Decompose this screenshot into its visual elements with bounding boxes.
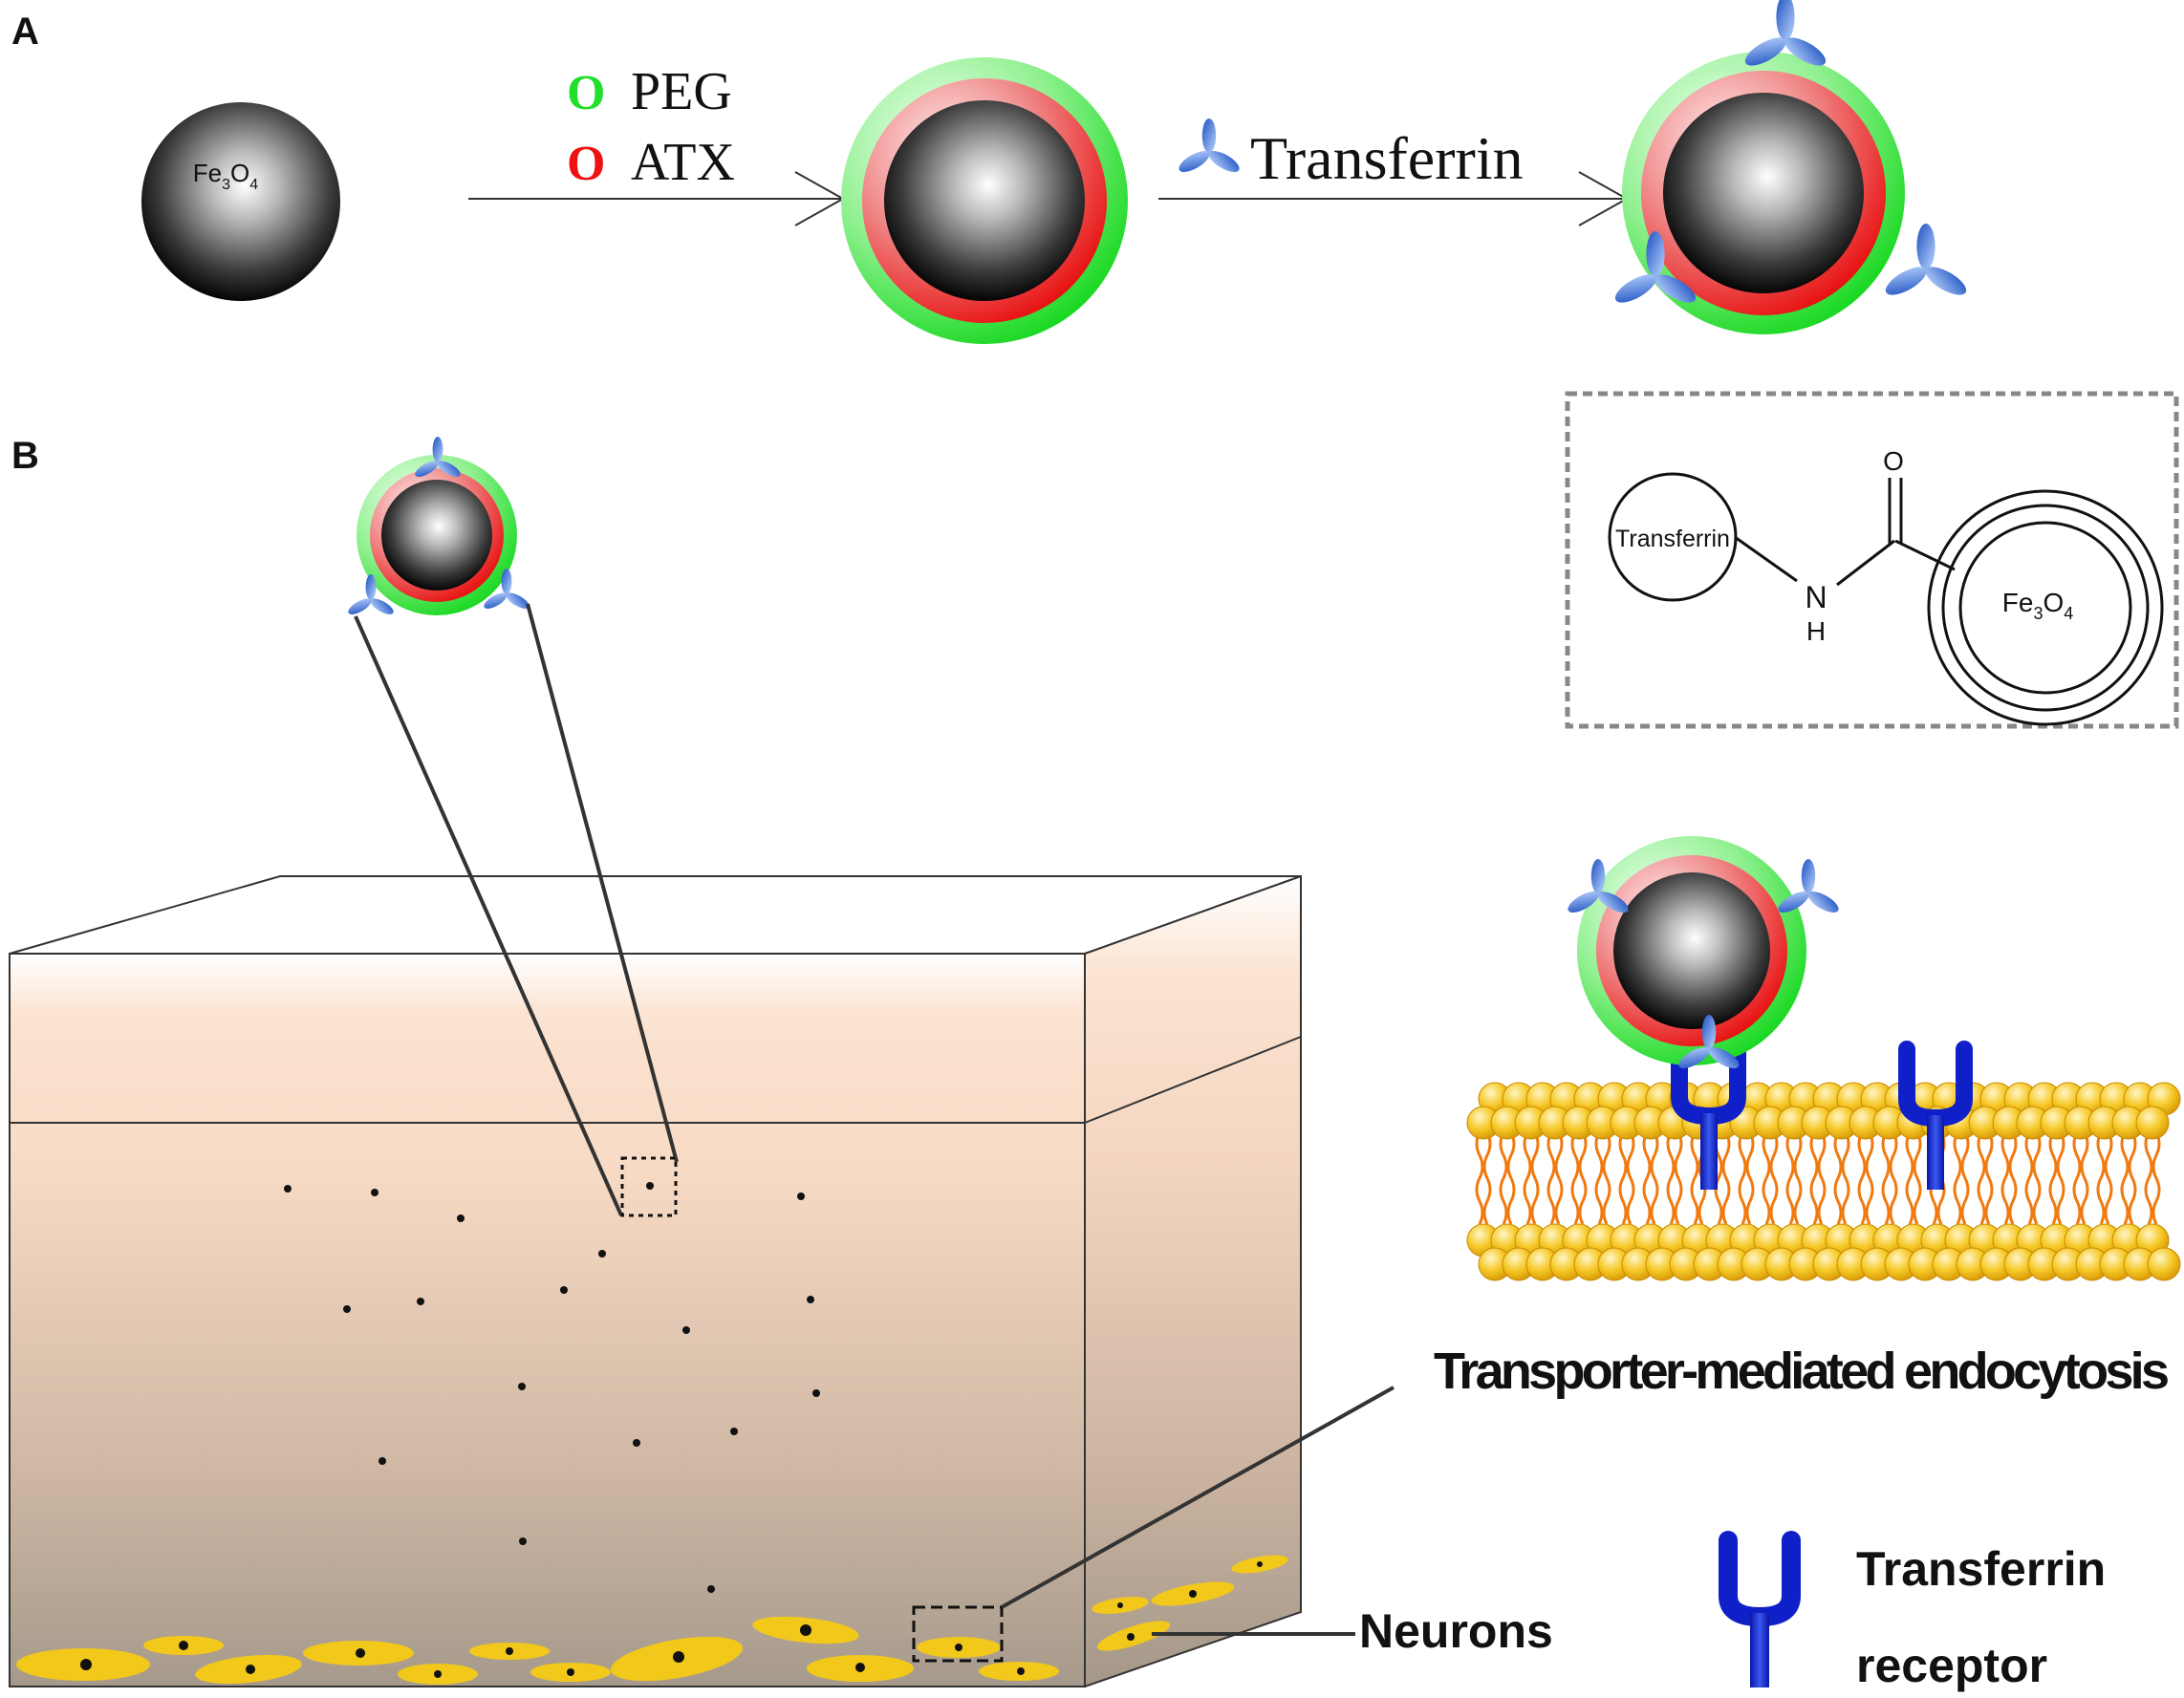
neuron [143, 1636, 224, 1655]
peg-atx-coated-particle [841, 57, 1128, 344]
dispersed-particles [284, 1182, 820, 1593]
transferrin-conjugated-particle [1611, 0, 1971, 334]
neuron [530, 1663, 611, 1682]
neuron [398, 1664, 478, 1685]
neuron [610, 1636, 744, 1682]
svg-text:O: O [567, 66, 605, 120]
neuron [1092, 1597, 1149, 1614]
neuron [1151, 1581, 1235, 1606]
transferrin-icon [1176, 118, 1243, 177]
panel-b-label: B [11, 435, 39, 477]
transferrin-receptor [1671, 1041, 1746, 1190]
receptor-legend-line2: receptor [1856, 1639, 2047, 1692]
endocytosis-label: Transporter-mediated endocytosis [1434, 1343, 2170, 1400]
receptor-legend-icon [1719, 1531, 1801, 1687]
neuron [469, 1643, 550, 1660]
neuron [303, 1641, 414, 1666]
peg-legend: O PEG [567, 62, 732, 121]
structure-h-label: H [1806, 616, 1826, 646]
zoom-box-neuron [912, 1605, 1004, 1663]
neuron [917, 1637, 1001, 1658]
fe3o4-bare-particle: Fe3O4 [141, 102, 340, 301]
neuron [979, 1662, 1059, 1681]
neuron [16, 1648, 150, 1681]
structure-n-label: N [1805, 580, 1827, 614]
transferrin-legend: Transferrin [1176, 118, 1524, 192]
neuron [807, 1655, 914, 1682]
neuron [752, 1616, 859, 1644]
peg-label: PEG [631, 62, 732, 121]
neurons [16, 1555, 1288, 1685]
zoom-lines [354, 603, 679, 1216]
neuron [1096, 1621, 1171, 1651]
structure-o-label: O [1883, 446, 1904, 476]
receptor-legend-line1: Transferrin [1856, 1542, 2106, 1596]
endocytosis-pointer [1001, 1386, 1395, 1609]
cell-membrane [1466, 1082, 2181, 1281]
atx-legend: O ATX [567, 133, 735, 192]
chemical-structure-box: Transferrin N H O Fe3O4 [1565, 391, 2179, 729]
brain-tissue-block [9, 874, 1302, 1688]
binding-nanoparticle [1565, 836, 1842, 1073]
svg-text:O: O [567, 137, 605, 191]
svg-text:Fe3O4: Fe3O4 [193, 159, 258, 193]
transferrin-receptor [1898, 1041, 1973, 1190]
zoom-box-particle [620, 1156, 678, 1217]
transferrin-step-label: Transferrin [1250, 124, 1524, 192]
atx-label: ATX [631, 133, 735, 192]
structure-transferrin-label: Transferrin [1615, 526, 1730, 552]
neurons-label: Neurons [1359, 1604, 1553, 1658]
neuron [1231, 1555, 1288, 1574]
structure-fe3o4-label: Fe3O4 [2002, 588, 2074, 623]
neuron [195, 1654, 302, 1685]
panel-a-label: A [11, 11, 39, 53]
small-nanoparticle [345, 437, 532, 618]
